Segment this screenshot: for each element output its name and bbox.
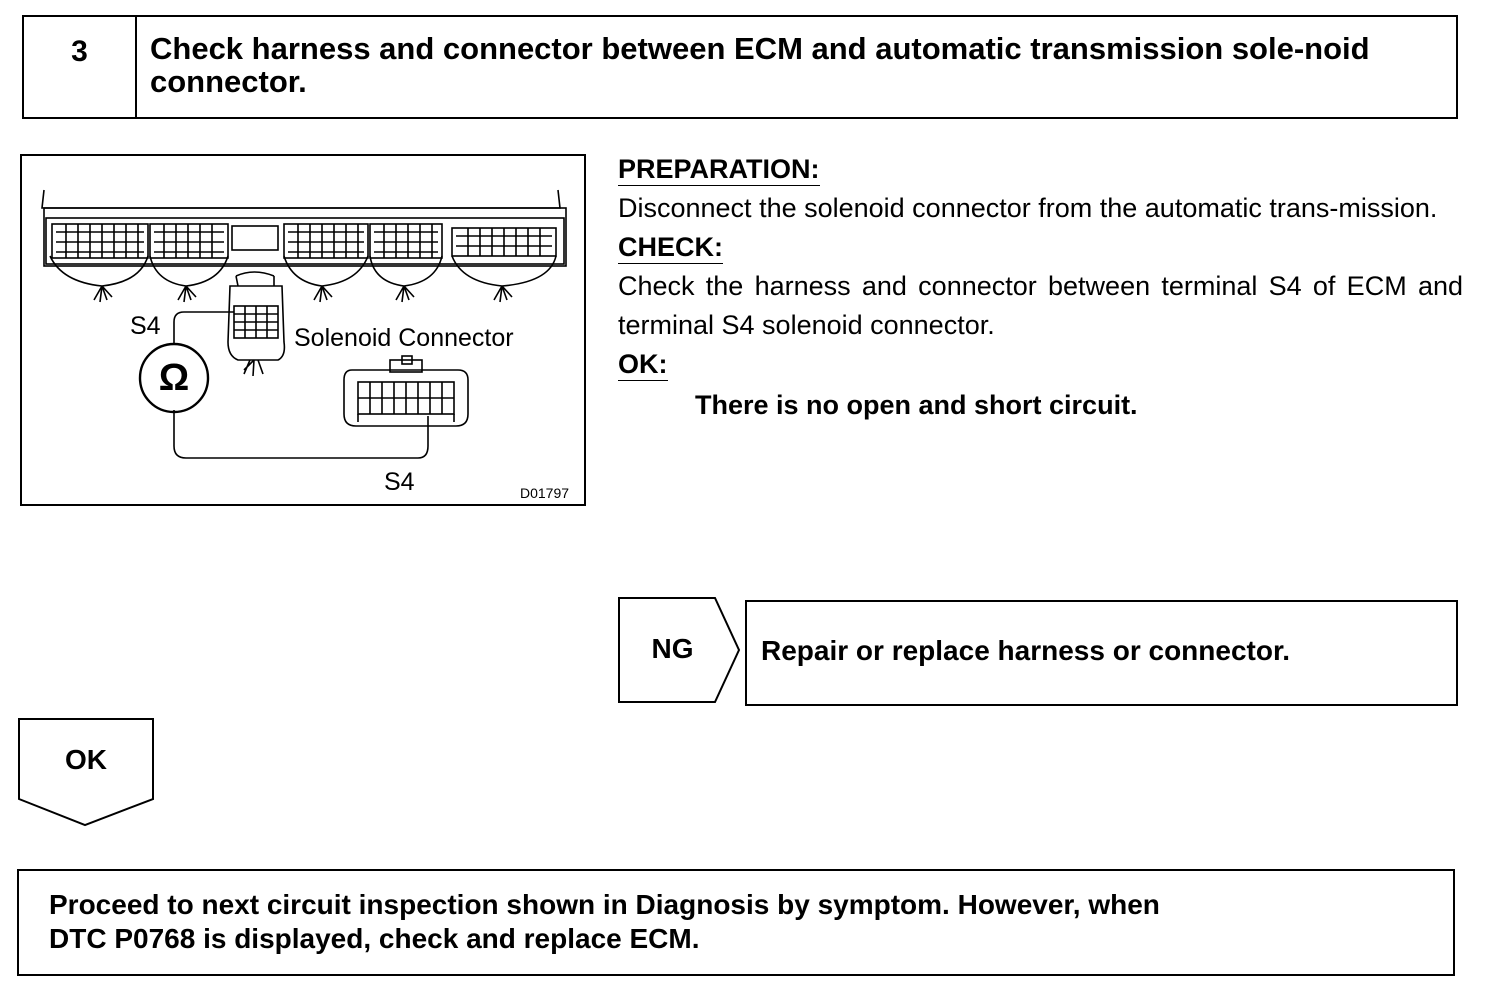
ecm-connector-4 — [369, 223, 443, 259]
preparation-heading: PREPARATION: — [618, 154, 820, 186]
ecm-connector-3 — [283, 223, 369, 259]
probe-wire-tuft — [243, 359, 264, 377]
ohmmeter-icon — [138, 342, 210, 414]
ecm-connector-1 — [51, 223, 149, 259]
label-s4-ecm: S4 — [130, 312, 161, 340]
ok-label: OK — [65, 744, 107, 775]
label-s4-solenoid: S4 — [384, 468, 415, 496]
wire-tuft-1 — [93, 285, 113, 303]
step-number: 3 — [24, 17, 137, 117]
next-step-line-1: Proceed to next circuit inspection shown… — [49, 889, 1160, 920]
next-step-box: Proceed to next circuit inspection shown… — [17, 869, 1455, 976]
ok-heading: OK: — [618, 349, 668, 381]
ecm-outline-top — [41, 189, 561, 209]
label-solenoid-connector: Solenoid Connector — [294, 324, 514, 352]
harness-loop-3 — [283, 255, 369, 287]
ecm-connector-rail — [45, 217, 565, 265]
wire-tuft-3 — [313, 285, 333, 303]
wire-tuft-2 — [177, 285, 197, 303]
wiring-figure: S4 Solenoid Connector Ω S4 D01797 — [20, 154, 586, 506]
ng-label: NG — [651, 633, 694, 664]
step-header: 3 Check harness and connector between EC… — [22, 15, 1458, 119]
check-text: Check the harness and connector between … — [618, 271, 1463, 340]
ohm-symbol: Ω — [159, 357, 189, 399]
ng-action-box: Repair or replace harness or connector. — [745, 600, 1458, 706]
wire-tuft-5 — [493, 285, 513, 303]
ecm-connector-2 — [149, 223, 229, 259]
probe-lead-solenoid — [173, 410, 429, 459]
harness-loop-5 — [451, 255, 557, 287]
next-step-line-2: DTC P0768 is displayed, check and replac… — [49, 923, 700, 954]
probe-lead-ecm — [173, 311, 234, 344]
ecm-probe-connector — [227, 271, 286, 377]
check-heading: CHECK: — [618, 232, 723, 264]
harness-loop-4 — [369, 255, 443, 287]
ecm-connector-5 — [451, 227, 557, 257]
ng-action-text: Repair or replace harness or connector. — [761, 635, 1291, 666]
ok-criteria: There is no open and short circuit. — [695, 390, 1138, 420]
ok-arrow-shape — [18, 718, 154, 827]
harness-loop-2 — [149, 255, 229, 287]
connector-diagram: S4 Solenoid Connector Ω S4 D01797 — [41, 189, 569, 501]
step-title: Check harness and connector between ECM … — [150, 31, 1370, 99]
ecm-blank-plate — [231, 225, 279, 251]
ecm-body — [43, 207, 567, 267]
figure-id: D01797 — [520, 485, 569, 501]
instructions: PREPARATION: Disconnect the solenoid con… — [618, 150, 1463, 425]
next-step-text: Proceed to next circuit inspection shown… — [49, 888, 1349, 956]
preparation-text: Disconnect the solenoid connector from t… — [618, 193, 1438, 223]
wire-tuft-4 — [395, 285, 415, 303]
ng-arrow-shape — [618, 597, 741, 703]
solenoid-connector — [343, 355, 469, 427]
harness-loop-1 — [49, 255, 149, 287]
